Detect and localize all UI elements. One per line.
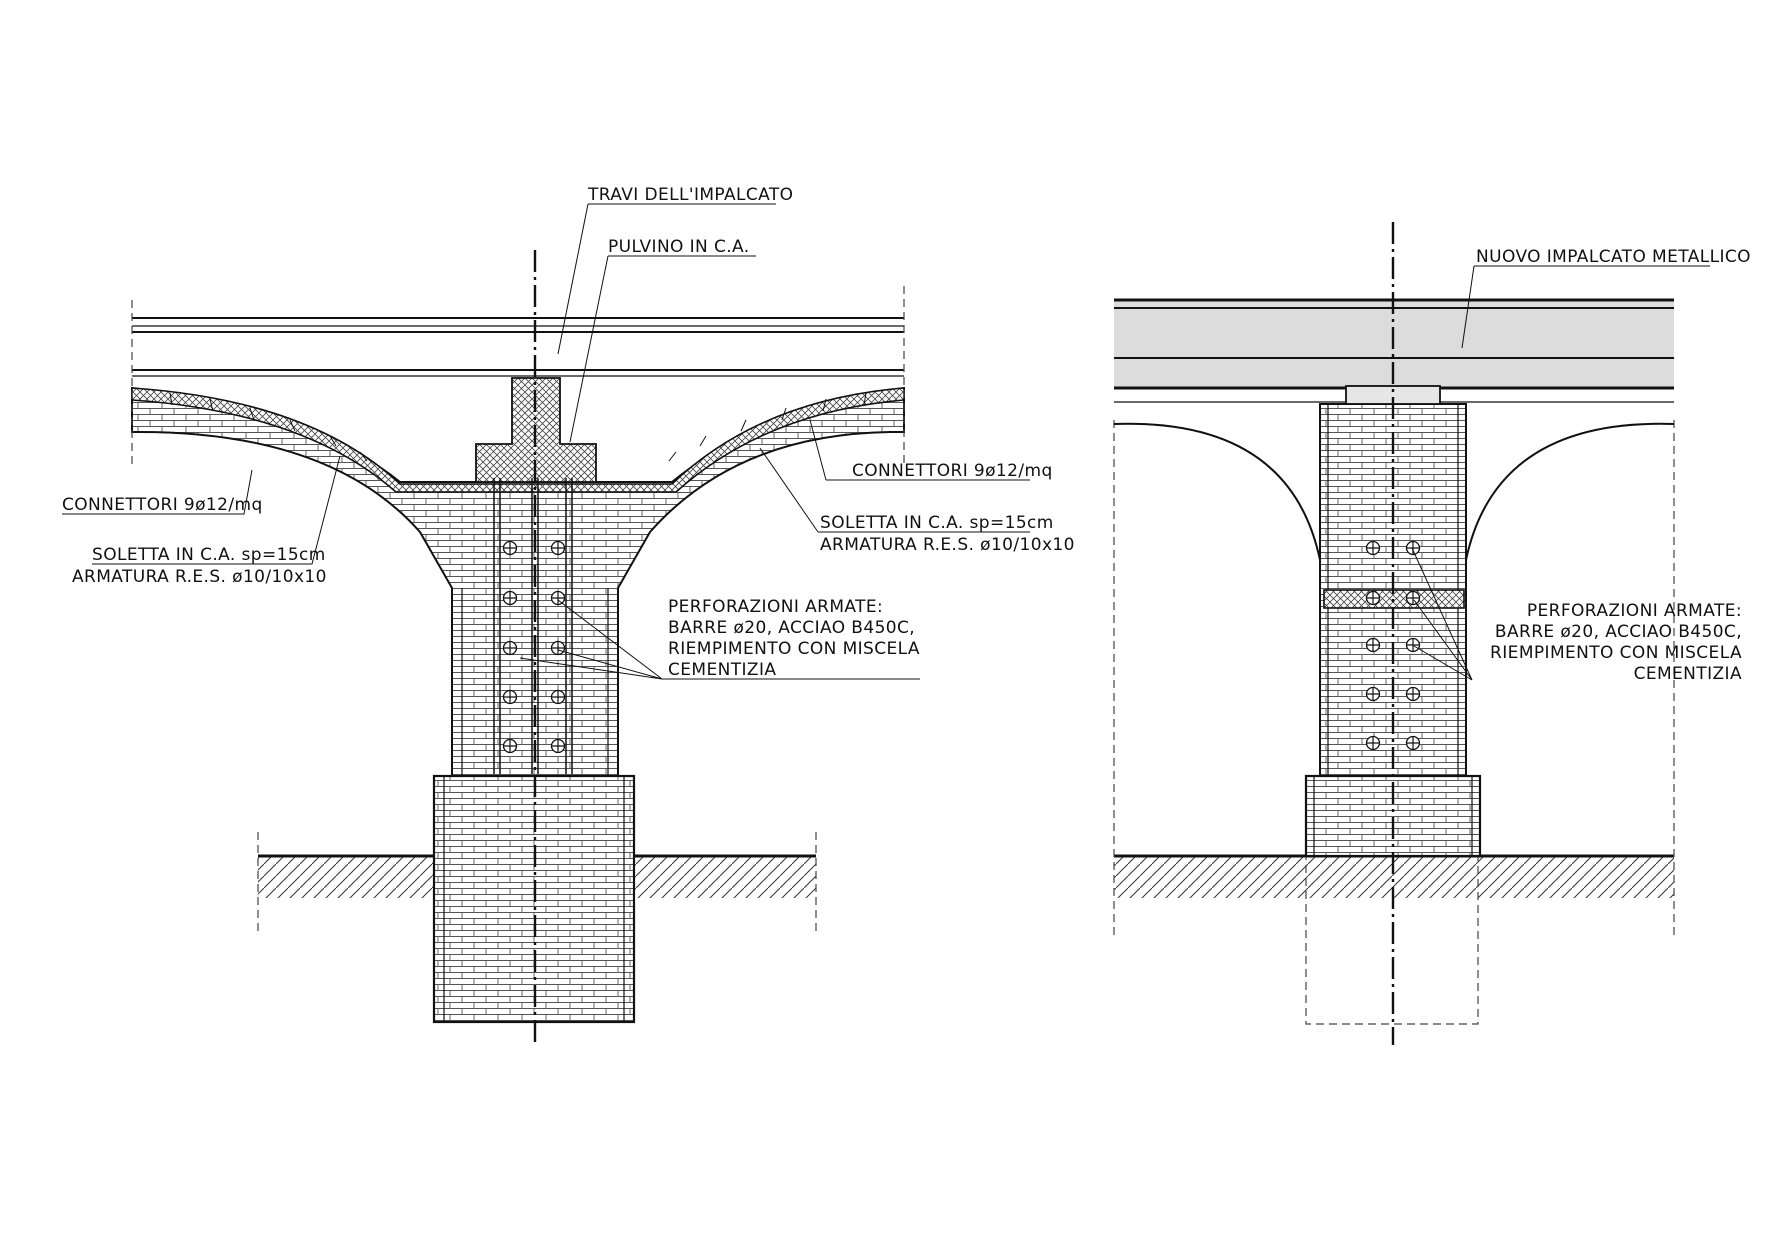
label-pulvino: PULVINO IN C.A. bbox=[608, 237, 750, 257]
label-nuovo-impalcato: NUOVO IMPALCATO METALLICO bbox=[1476, 247, 1751, 267]
label-connettori-right: CONNETTORI 9ø12/mq bbox=[852, 461, 1053, 481]
left-leader-lines bbox=[62, 203, 920, 680]
right-leader-lines bbox=[1411, 265, 1742, 681]
right-vault-curve-left bbox=[1113, 422, 1321, 561]
label-perforazioni-right-2: BARRE ø20, ACCIAO B450C, bbox=[1495, 622, 1742, 642]
left-pier-section: TRAVI DELL'IMPALCATO PULVINO IN C.A. CON… bbox=[62, 185, 1075, 1045]
right-vault-curve-right bbox=[1465, 422, 1675, 561]
label-travi-impalcato: TRAVI DELL'IMPALCATO bbox=[587, 185, 793, 205]
label-perforazioni-left-2: BARRE ø20, ACCIAO B450C, bbox=[668, 618, 915, 638]
label-perforazioni-right-4: CEMENTIZIA bbox=[1634, 664, 1742, 684]
label-connettori-left: CONNETTORI 9ø12/mq bbox=[62, 495, 263, 515]
right-plinth bbox=[1304, 774, 1482, 858]
label-soletta-right: SOLETTA IN C.A. sp=15cm bbox=[820, 513, 1054, 533]
label-perforazioni-left-1: PERFORAZIONI ARMATE: bbox=[668, 597, 883, 617]
label-perforazioni-left-4: CEMENTIZIA bbox=[668, 660, 776, 680]
label-soletta-left: SOLETTA IN C.A. sp=15cm bbox=[92, 545, 326, 565]
label-perforazioni-right-1: PERFORAZIONI ARMATE: bbox=[1527, 601, 1742, 621]
label-armatura-left: ARMATURA R.E.S. ø10/10x10 bbox=[72, 567, 327, 587]
left-connectors bbox=[169, 392, 867, 462]
left-deck-beams bbox=[131, 286, 905, 465]
right-pier-elevation: NUOVO IMPALCATO METALLICO PERFORAZIONI A… bbox=[1113, 222, 1751, 1045]
label-perforazioni-right-3: RIEMPIMENTO CON MISCELA bbox=[1490, 643, 1742, 663]
label-perforazioni-left-3: RIEMPIMENTO CON MISCELA bbox=[668, 639, 920, 659]
label-armatura-right: ARMATURA R.E.S. ø10/10x10 bbox=[820, 535, 1075, 555]
left-reinforcement-bars bbox=[493, 478, 573, 774]
